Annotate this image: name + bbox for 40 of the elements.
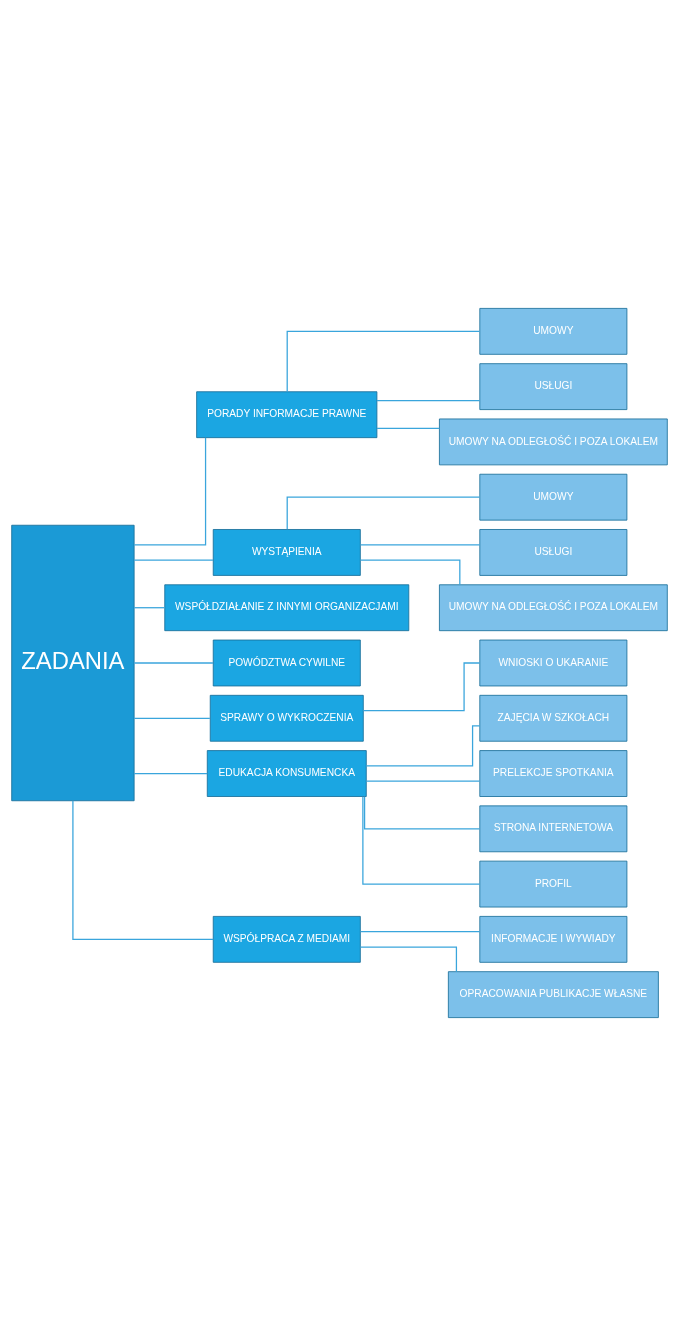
connector [365,724,481,767]
node-box: UMOWY NA ODLEGŁOŚĆ I POZA LOKALEM [439,583,668,631]
node-box: USŁUGI [479,362,628,410]
node-box: WSPÓŁDZIAŁANIE Z INNYMI ORGANIZACJAMI [164,583,410,631]
connector [362,795,481,885]
node-box: ZADANIA [11,524,135,801]
connector [359,558,461,585]
connector [376,427,440,429]
connector [133,606,166,608]
node-box: UMOWY NA ODLEGŁOŚĆ I POZA LOKALEM [439,418,668,465]
connector [359,945,458,972]
connector [133,558,214,561]
connector [72,799,214,940]
connector [360,930,481,932]
connector [360,543,481,545]
connector [286,330,481,392]
node-box: WSPÓŁPRACA Z MEDIAMI [212,915,361,963]
node-box: OPRACOWANIA PUBLIKACJE WŁASNE [447,970,659,1018]
node-box: POWÓDZTWA CYWILNE [212,639,361,686]
connector [133,661,214,664]
node-box: UMOWY [479,307,628,355]
node-box: STRONA INTERNETOWA [479,804,628,852]
connector [363,795,481,829]
node-box: PROFIL [479,860,628,907]
connector [286,496,481,530]
node-box: USŁUGI [479,528,628,576]
node-box: WNIOSKI O UKARANIE [479,639,628,686]
connector [133,772,208,774]
node-box: ZAJĘCIA W SZKOŁACH [479,694,628,742]
connector [133,436,207,545]
node-box: UMOWY [479,473,628,521]
connector [376,399,481,401]
node-box: SPRAWY O WYKROCZENIA [209,694,364,742]
connector [365,780,481,782]
node-box: PORADY INFORMACJE PRAWNE [196,390,378,438]
node-box: INFORMACJE I WYWIADY [479,915,628,963]
node-box: EDUKACJA KONSUMENCKA [206,749,367,797]
node-box: PRELEKCJE SPOTKANIA [479,749,628,797]
connector [133,717,211,719]
node-box: WYSTĄPIENIA [212,528,361,576]
